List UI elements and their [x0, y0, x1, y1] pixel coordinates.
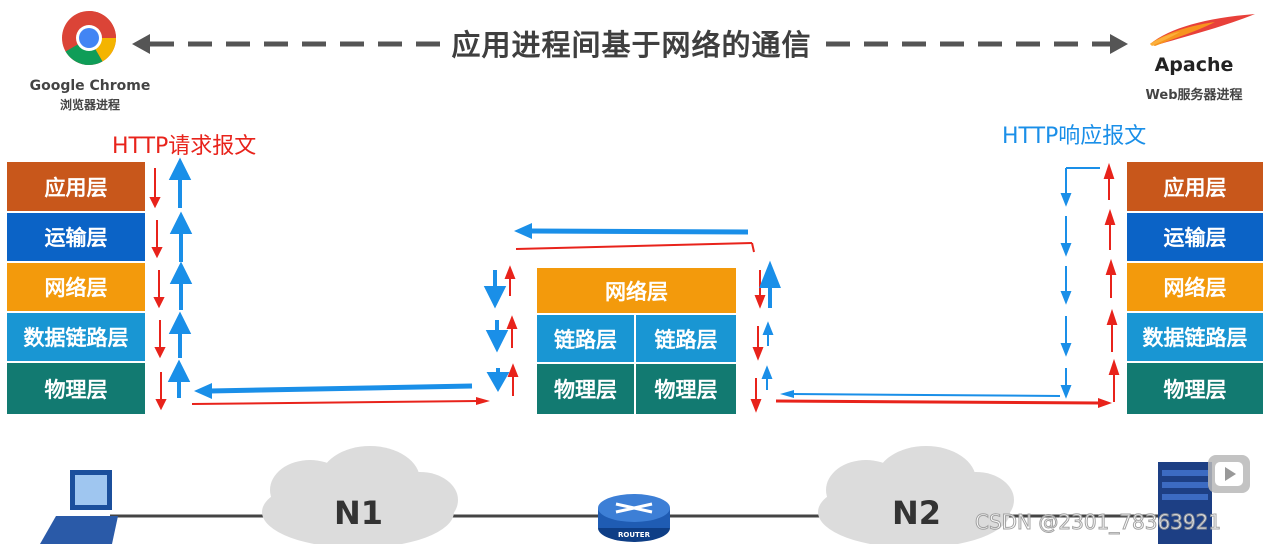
router-layer-link-left: 链路层	[537, 315, 636, 364]
router-icon	[598, 494, 670, 542]
title-dashed-arrow	[132, 34, 1128, 54]
laptop-icon	[40, 470, 118, 544]
chrome-sublabel: 浏览器进程	[59, 98, 120, 112]
router-top-arrows	[514, 223, 755, 253]
apache-sublabel: Web服务器进程	[1145, 88, 1243, 103]
router-layer-link-right: 链路层	[636, 315, 736, 364]
right-stack-arrows	[1060, 162, 1120, 402]
left-layer-datalink: 数据链路层	[7, 313, 145, 363]
router-layer-phy-right: 物理层	[636, 364, 736, 414]
left-layer-physical: 物理层	[7, 363, 145, 414]
router-label: ROUTER	[618, 531, 650, 539]
chrome-icon	[62, 11, 117, 66]
router-left-arrows	[483, 265, 519, 396]
watermark: CSDN @2301_78363921	[974, 510, 1222, 535]
cloud-n2	[818, 446, 1014, 544]
router-right-arrows	[750, 260, 781, 413]
left-layer-application: 应用层	[7, 162, 145, 213]
response-label: HTTP响应报文	[1002, 124, 1147, 149]
apache-label: Apache	[1154, 54, 1234, 76]
right-layer-network: 网络层	[1127, 263, 1263, 313]
router-layer-phy-left: 物理层	[537, 364, 636, 414]
cloud-n1	[262, 446, 458, 544]
network-n2-label: N2	[892, 494, 942, 532]
router-layer-network: 网络层	[537, 268, 736, 315]
apache-feather-icon	[1150, 14, 1255, 46]
right-layer-physical: 物理层	[1127, 363, 1263, 414]
n1-link-arrows	[191, 383, 490, 405]
right-layer-application: 应用层	[1127, 162, 1263, 213]
page-title: 应用进程间基于网络的通信	[451, 28, 812, 62]
right-layer-datalink: 数据链路层	[1127, 313, 1263, 363]
chrome-label: Google Chrome	[29, 78, 151, 94]
play-icon	[1208, 455, 1250, 493]
left-layer-network: 网络层	[7, 263, 145, 313]
network-n1-label: N1	[334, 494, 384, 532]
left-stack-arrows	[149, 157, 193, 411]
server-icon	[1158, 462, 1212, 544]
right-layer-transport: 运输层	[1127, 213, 1263, 263]
request-label: HTTP请求报文	[112, 134, 257, 159]
left-layer-transport: 运输层	[7, 213, 145, 263]
network-topology	[40, 446, 1250, 544]
n2-link-arrows	[775, 390, 1112, 408]
